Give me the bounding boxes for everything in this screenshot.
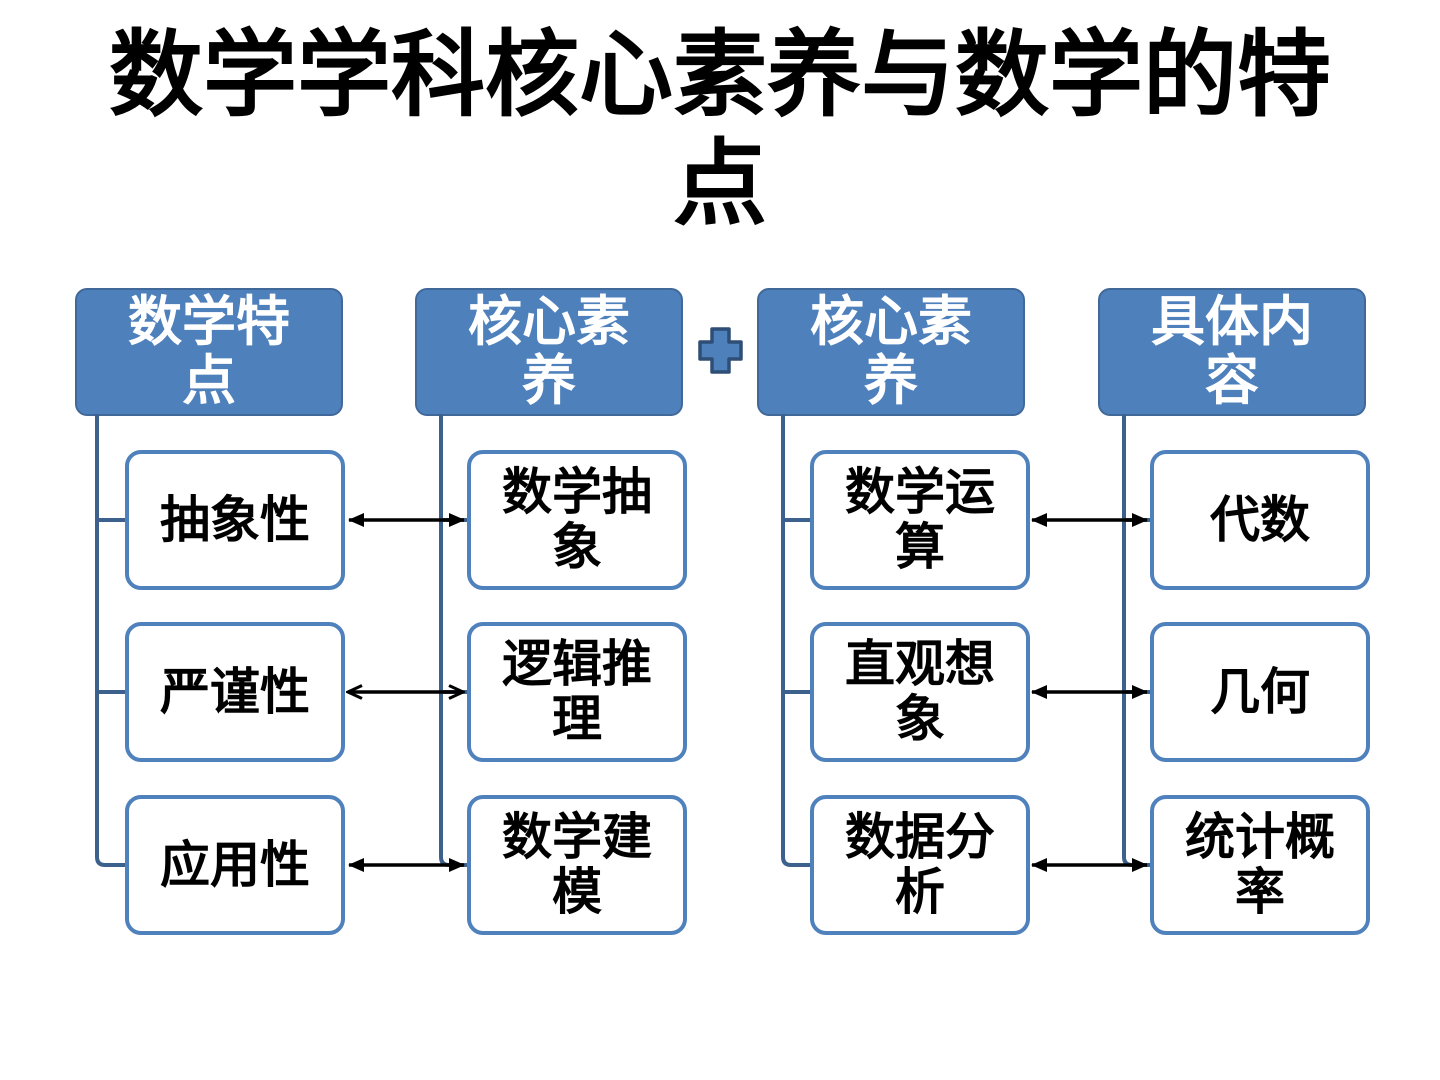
slide-title: 数学学科核心素养与数学的特 点 [108, 22, 1331, 237]
node-data-analysis: 数据分 析 [810, 795, 1030, 935]
node-math-modeling: 数学建 模 [467, 795, 687, 935]
node-algebra: 代数 [1150, 450, 1370, 590]
header-core-literacy-1: 核心素 养 [415, 288, 683, 416]
connector-col1 [95, 414, 125, 867]
arrows-right-group [1031, 513, 1148, 872]
arrows-left-group [349, 513, 465, 872]
header-math-features: 数学特 点 [75, 288, 343, 416]
node-applicability: 应用性 [125, 795, 345, 935]
plus-icon [698, 327, 743, 374]
connector-col2 [439, 414, 467, 867]
node-abstraction: 抽象性 [125, 450, 345, 590]
header-specific-content: 具体内 容 [1098, 288, 1366, 416]
node-rigor: 严谨性 [125, 622, 345, 762]
node-math-abstraction: 数学抽 象 [467, 450, 687, 590]
node-intuitive-imagination: 直观想 象 [810, 622, 1030, 762]
node-geometry: 几何 [1150, 622, 1370, 762]
connector-col4 [1122, 414, 1150, 867]
connector-col3 [781, 414, 810, 867]
header-core-literacy-2: 核心素 养 [757, 288, 1025, 416]
node-statistics-probability: 统计概 率 [1150, 795, 1370, 935]
node-math-operation: 数学运 算 [810, 450, 1030, 590]
node-logical-reasoning: 逻辑推 理 [467, 622, 687, 762]
